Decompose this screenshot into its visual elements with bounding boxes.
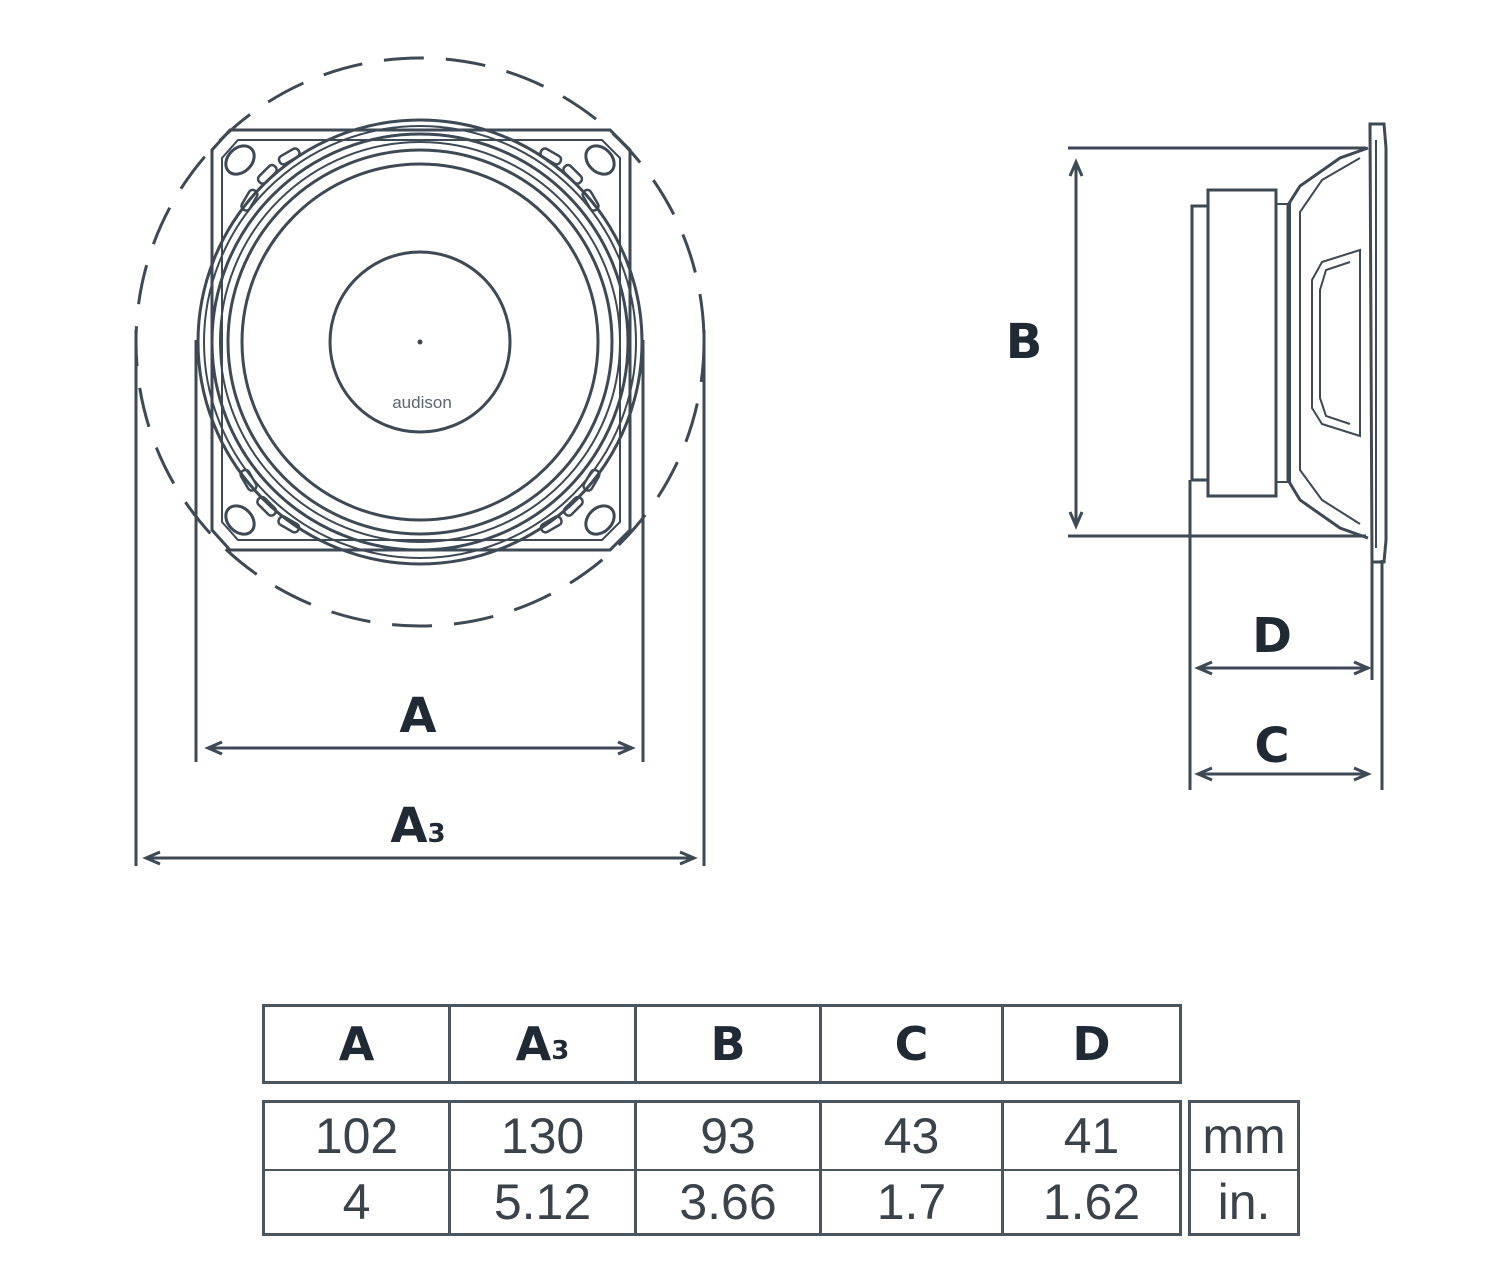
header-cell-a: A (338, 1017, 375, 1071)
header-cell-c: C (894, 1017, 929, 1071)
front-view (134, 56, 706, 866)
table-cell-mm-c: 43 (883, 1108, 940, 1164)
table-cell-mm-a: 102 (314, 1108, 399, 1164)
table-cell-mm-a3: 130 (500, 1108, 585, 1164)
dimension-label-a: A (399, 688, 436, 744)
header-cell-d: D (1072, 1017, 1111, 1071)
table-cell-mm-d: 41 (1063, 1108, 1120, 1164)
table-cell-in-a3: 5.12 (493, 1174, 592, 1230)
dimension-table-values: 102 130 93 43 41 4 5.12 3.66 1.7 1.62 (262, 1100, 1182, 1236)
speaker-flange (1368, 122, 1388, 564)
table-cell-in-b: 3.66 (679, 1174, 777, 1230)
unit-column: mm in. (1188, 1100, 1300, 1236)
mounting-frame (210, 128, 632, 552)
unit-label-mm: mm (1202, 1108, 1286, 1164)
table-cell-in-d: 1.62 (1042, 1174, 1141, 1230)
header-cell-b: B (710, 1017, 746, 1071)
mounting-hole-tl (224, 144, 256, 176)
brand-logo-text: audison (392, 393, 452, 412)
mounting-hole-bl (224, 504, 256, 536)
speaker-magnet (1206, 188, 1278, 498)
table-cell-in-a: 4 (342, 1174, 371, 1230)
dimension-label-c: C (1254, 718, 1289, 774)
table-cell-in-c: 1.7 (876, 1174, 947, 1230)
unit-label-in: in. (1217, 1174, 1271, 1230)
dimension-label-a3: A3 (390, 798, 445, 854)
table-cell-mm-b: 93 (700, 1108, 756, 1164)
side-view (1068, 122, 1388, 790)
dimension-label-b: B (1006, 314, 1043, 370)
frame-slots (239, 147, 601, 534)
mounting-hole-br (584, 504, 616, 536)
speaker-basket (1286, 146, 1369, 540)
mounting-hole-tr (584, 144, 616, 176)
cone-edge (240, 162, 600, 522)
dimension-label-d: D (1252, 608, 1292, 664)
dust-cap (328, 250, 512, 434)
